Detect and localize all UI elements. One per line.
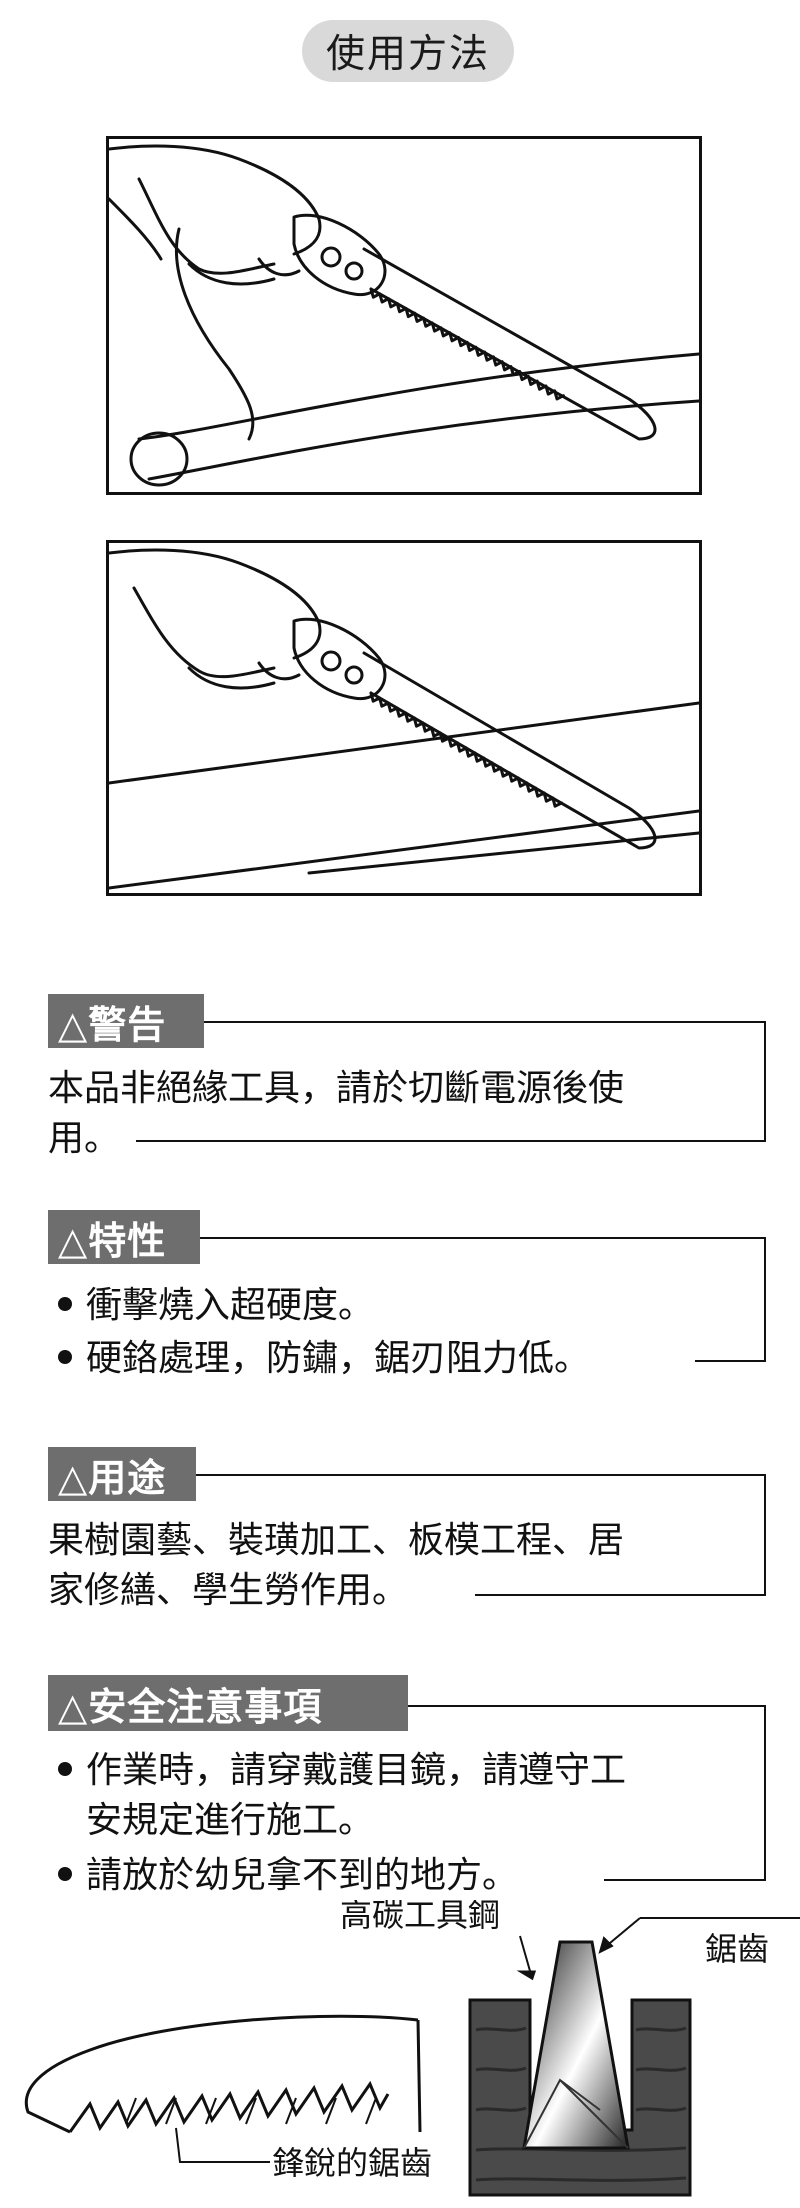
safety-bullet-2-text: 請放於幼兒拿不到的地方。 xyxy=(86,1855,519,1896)
safety-bullet-2: 請放於幼兒拿不到的地方。 xyxy=(58,1851,518,1901)
bullet-dot xyxy=(58,1350,72,1364)
features-frame-bottom xyxy=(695,1360,766,1362)
page-title: 使用方法 xyxy=(302,20,514,82)
label-high-carbon-steel: 高碳工具鋼 xyxy=(340,1900,500,1934)
warning-line-2: 用。 xyxy=(48,1114,129,1164)
blade-teeth-diagram: 鋒銳的鋸齒 高碳工具鋼 鋸齒 xyxy=(24,1900,800,2197)
uses-header-text: △用途 xyxy=(58,1455,167,1500)
safety-bullet-1-line-2: 安規定進行施工。 xyxy=(86,1800,375,1841)
bullet-dot xyxy=(58,1867,72,1881)
warning-header-text: △警告 xyxy=(58,1002,167,1047)
uses-line-2: 家修繕、學生勞作用。 xyxy=(48,1570,409,1611)
safety-header-text: △安全注意事項 xyxy=(58,1684,323,1729)
saw-blade-side-view xyxy=(24,2014,422,2134)
arrow-head-steel xyxy=(516,1970,537,1981)
blade-cross-section xyxy=(468,1940,692,2197)
uses-line-1: 果樹園藝、裝璜加工、板模工程、居 xyxy=(48,1520,625,1561)
label-teeth: 鋸齒 xyxy=(705,1930,769,1968)
sawing-board-drawing xyxy=(109,548,699,890)
warning-line-1: 本品非絕緣工具，請於切斷電源後使 xyxy=(48,1068,625,1109)
features-header: △特性 xyxy=(48,1210,200,1264)
warning-frame xyxy=(48,1021,766,1142)
bullet-dot xyxy=(58,1762,72,1776)
features-header-text: △特性 xyxy=(58,1218,167,1263)
uses-frame-bottom xyxy=(475,1594,766,1596)
features-bullet-1-text: 衝擊燒入超硬度。 xyxy=(86,1285,375,1326)
label-sharp-teeth: 鋒銳的鋸齒 xyxy=(272,2144,432,2182)
sawing-branch-drawing xyxy=(109,144,699,487)
features-frame xyxy=(48,1237,766,1362)
safety-bullet-1-line-1: 作業時，請穿戴護目鏡，請遵守工 xyxy=(86,1750,627,1791)
bullet-dot xyxy=(58,1297,72,1311)
features-bullet-2: 硬鉻處理，防鏽，鋸刃阻力低。 xyxy=(58,1334,590,1384)
warning-header: △警告 xyxy=(48,994,204,1048)
features-bullet-2-text: 硬鉻處理，防鏽，鋸刃阻力低。 xyxy=(86,1338,591,1379)
safety-bullet-1: 作業時，請穿戴護目鏡，請遵守工 xyxy=(58,1746,626,1796)
sharp-teeth-leader xyxy=(175,2127,270,2163)
illustration-sawing-board xyxy=(106,540,702,896)
uses-frame xyxy=(48,1474,766,1596)
arrow-head-teeth xyxy=(598,1936,614,1954)
uses-header: △用途 xyxy=(48,1447,196,1501)
safety-frame-bottom xyxy=(604,1879,766,1881)
illustration-sawing-branch xyxy=(106,136,702,495)
warning-frame-bottom xyxy=(136,1140,766,1142)
safety-header: △安全注意事項 xyxy=(48,1675,408,1731)
features-bullet-1: 衝擊燒入超硬度。 xyxy=(58,1281,374,1331)
